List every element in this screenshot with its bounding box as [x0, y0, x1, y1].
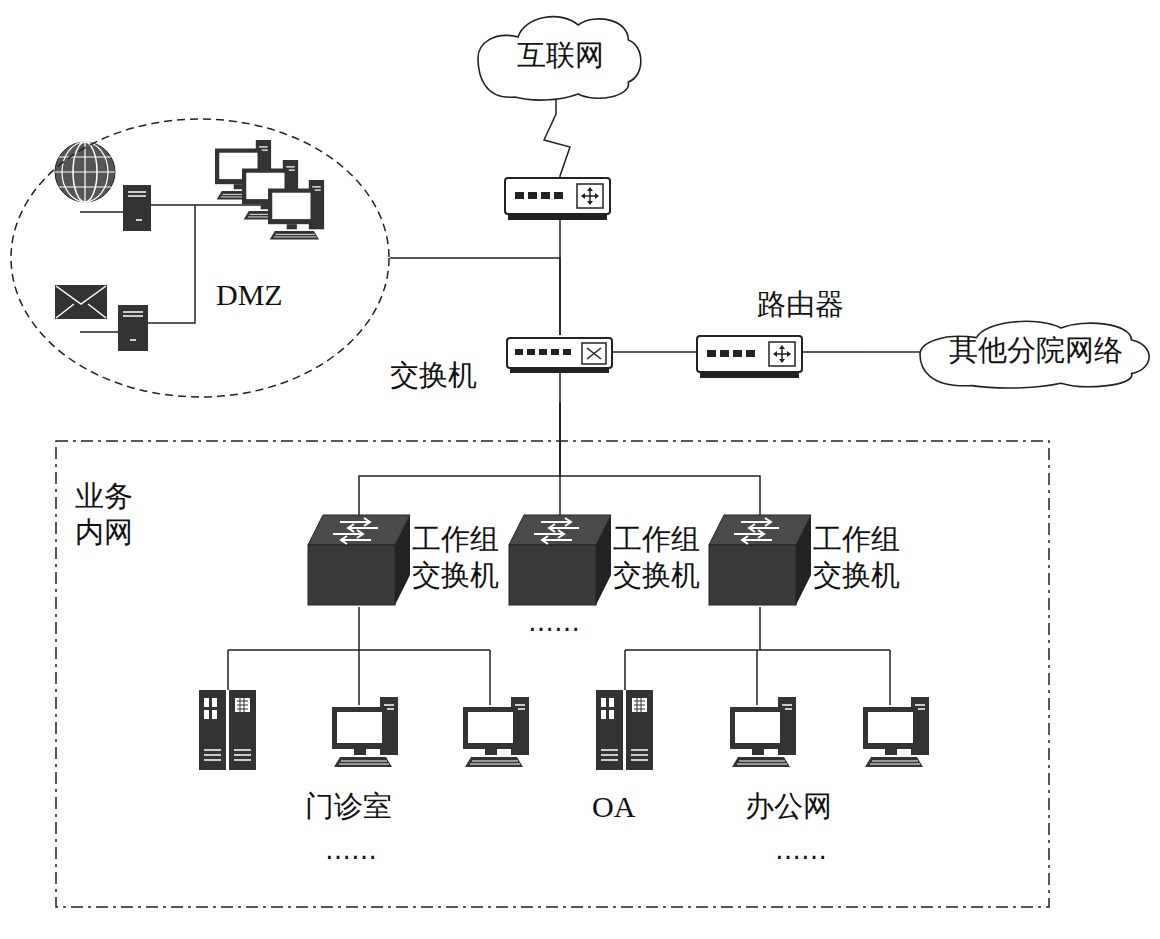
computer-icon: [863, 697, 929, 767]
workgroup-switch-icon: [709, 515, 811, 605]
node-label: DMZ: [216, 276, 326, 314]
mail-server: [123, 312, 143, 340]
node-label: 工作组 交换机: [412, 521, 506, 594]
zone-outline: [56, 441, 1049, 907]
lan-cable: [228, 607, 890, 705]
network-link: [359, 402, 560, 515]
label-slot: OA: [592, 788, 635, 826]
server-icon: [199, 690, 256, 770]
connector-layer: [359, 100, 920, 515]
area-label: 办公网: [745, 788, 832, 824]
workgroup-switch: 工作组 交换机: [308, 515, 509, 607]
web-server: [123, 185, 151, 231]
network-link: [390, 258, 560, 335]
label-slot: ……: [325, 834, 377, 867]
network-link: [860, 351, 920, 353]
node-label: 业务 内网: [75, 478, 139, 551]
label-slot: 办公网: [745, 788, 832, 824]
computer-icon: [730, 697, 796, 767]
mail-server: [118, 305, 148, 351]
area-label: ……: [528, 606, 580, 639]
node-label: 交换机: [390, 357, 490, 393]
network-link: [612, 351, 696, 353]
workgroup-switch: 工作组 交换机: [509, 515, 710, 607]
label-slot: ……: [528, 606, 580, 639]
mail-server: [118, 305, 148, 351]
dmz-zone: DMZ: [10, 118, 390, 398]
computer-icon: [332, 697, 398, 767]
node-label: 互联网: [478, 37, 642, 73]
dmz-computer: [268, 180, 324, 240]
mail-envelope: [55, 285, 107, 319]
zone-outline: [11, 119, 389, 397]
area-label: ……: [325, 834, 377, 867]
branch-router-icon: [697, 336, 802, 378]
device-label: OA: [592, 788, 635, 826]
mail-envelope: [55, 285, 107, 319]
workgroup-switch: 工作组 交换机: [709, 515, 910, 607]
router: 路由器: [696, 286, 860, 378]
intranet-zone-outline: [55, 440, 1050, 908]
web-server: [128, 192, 146, 220]
node-label: 其他分院网络: [920, 332, 1152, 368]
node-label: 工作组 交换机: [813, 521, 907, 594]
cloud-network: 互联网: [478, 10, 645, 100]
node-label: 路由器: [757, 286, 857, 322]
intranet-zone: 业务 内网工作组 交换机 工作组 交换机 工作组 交换机: [55, 440, 1050, 908]
area-label: ……: [775, 834, 827, 867]
mail-envelope: [56, 286, 106, 318]
web-server: [123, 185, 151, 231]
border-router-icon: [505, 178, 610, 220]
web-globe: [55, 142, 115, 202]
device-icons: [55, 140, 929, 770]
cloud-network: 其他分院网络: [920, 316, 1155, 388]
workgroup-switch-icon: [308, 515, 410, 605]
workgroup-switch-icon: [509, 515, 611, 605]
lan-cable: [80, 205, 860, 402]
label-slot: ……: [775, 834, 827, 867]
core-switch: 交换机: [386, 335, 612, 402]
core-switch-icon: [507, 338, 612, 373]
web-globe: [55, 142, 115, 202]
dmz-zone-outline: [10, 118, 390, 398]
network-link: [560, 402, 760, 515]
label-slot: 门诊室: [305, 788, 392, 824]
computer-icon: [463, 697, 529, 767]
node-label: 工作组 交换机: [613, 521, 707, 594]
server-icon: [596, 690, 653, 770]
web-globe: [55, 142, 115, 202]
area-label: 门诊室: [305, 788, 392, 824]
